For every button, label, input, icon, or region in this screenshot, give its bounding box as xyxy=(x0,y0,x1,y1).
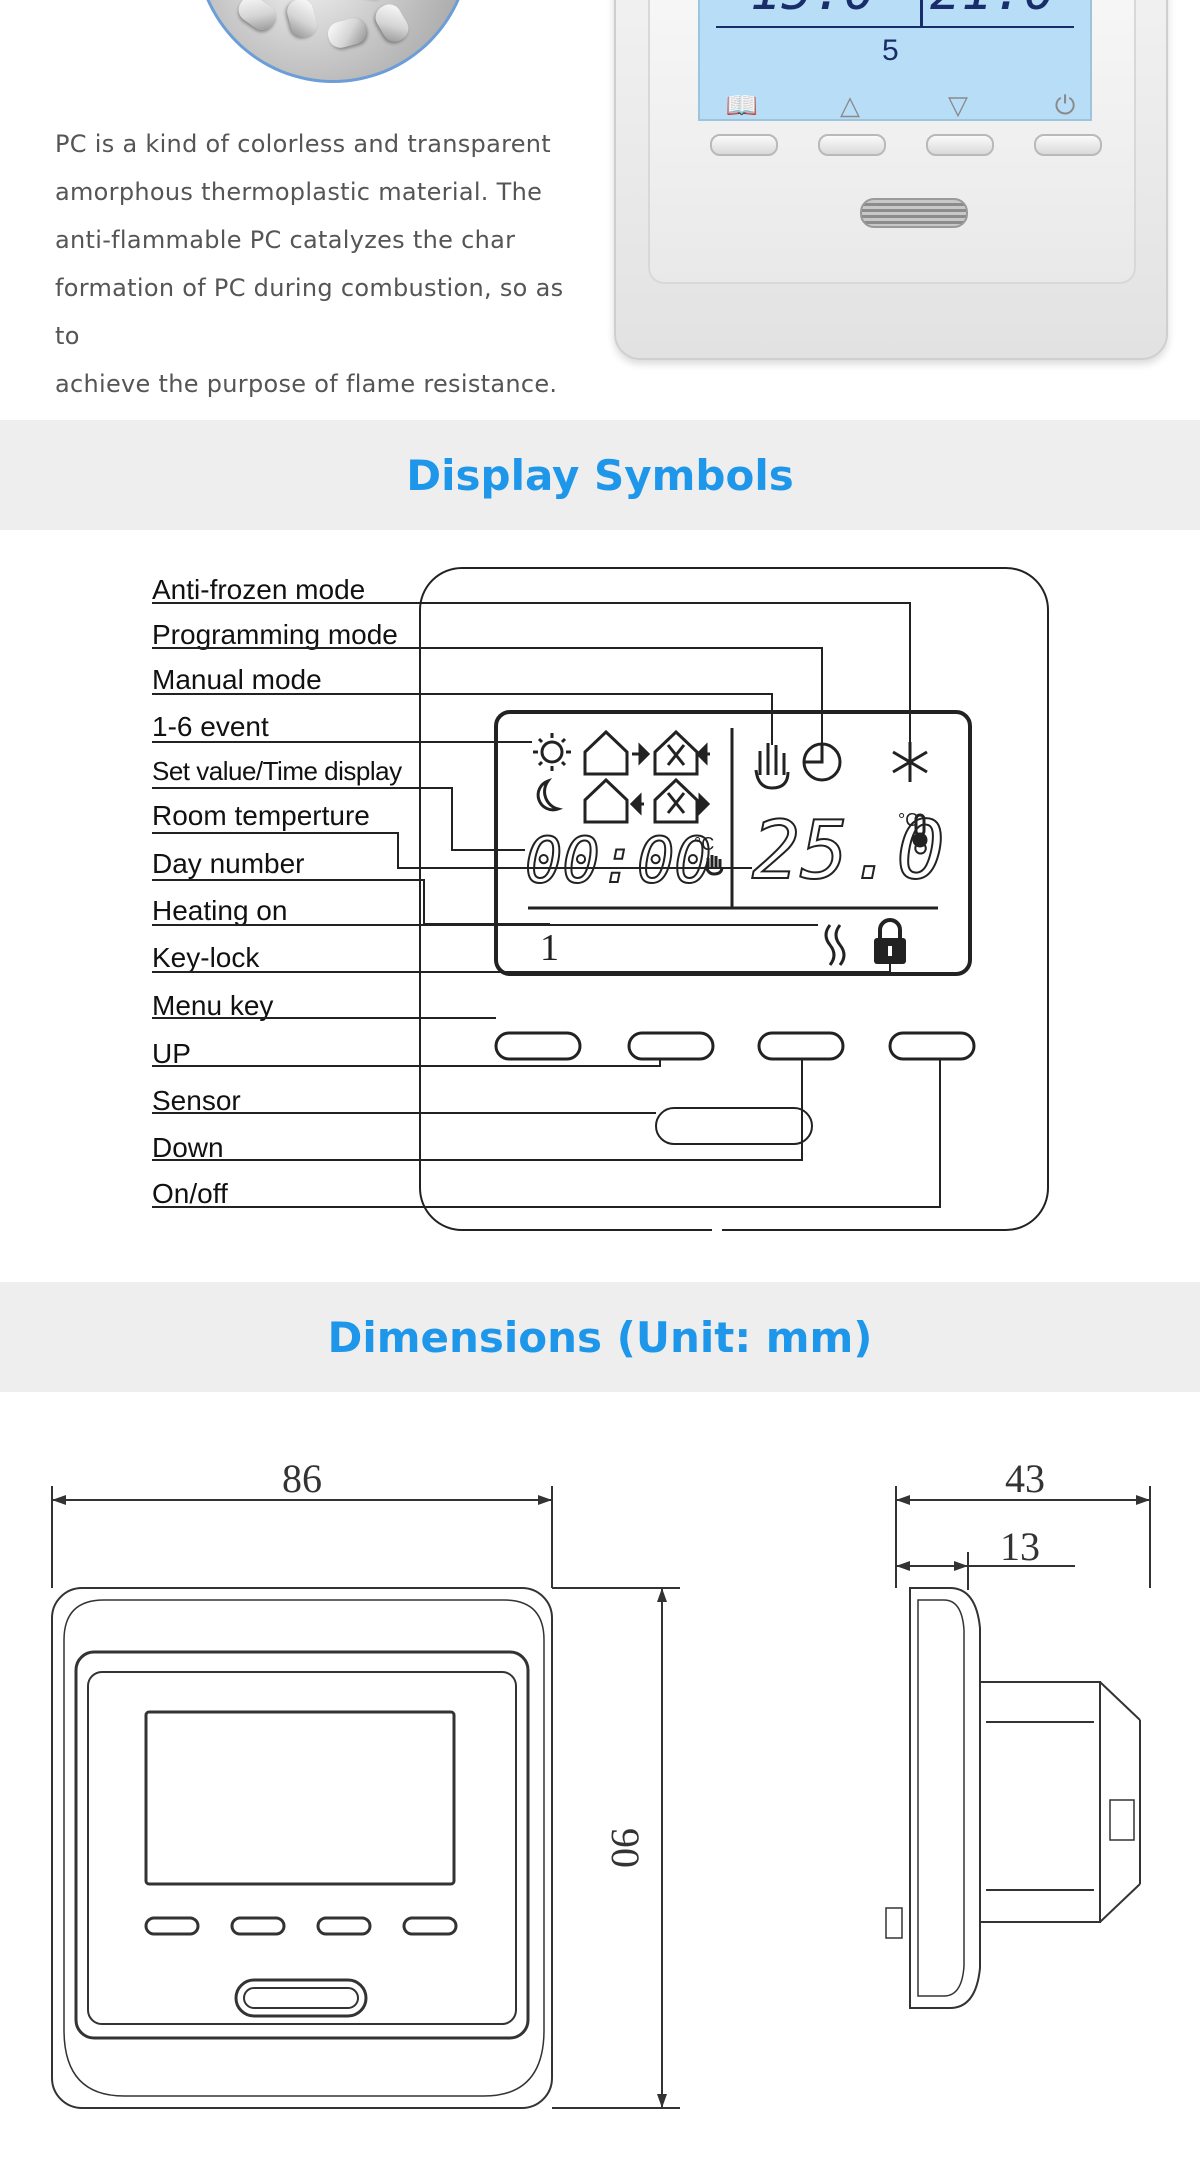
menu-key-button[interactable] xyxy=(710,134,778,156)
lcd-time-display: 00:00 xyxy=(525,824,712,897)
sensor-outline xyxy=(655,1107,813,1145)
description-line: formation of PC during combustion, so as… xyxy=(55,274,564,350)
label-on-off: On/off xyxy=(152,1178,228,1209)
label-room-temperature: Room temperture xyxy=(152,800,370,831)
thermostat-photo: 15.0 °C 21.0 °C 5 📖 △ ▽ ⏻ xyxy=(614,0,1168,360)
side-view-body xyxy=(979,1681,1101,1923)
front-view-sensor xyxy=(234,1978,368,2018)
thermostat-lcd: 15.0 °C 21.0 °C 5 xyxy=(698,0,1092,121)
label-anti-frozen-mode: Anti-frozen mode xyxy=(152,574,366,605)
sun-icon xyxy=(540,740,564,764)
section-title: Display Symbols xyxy=(406,450,794,500)
house-away-icon xyxy=(653,729,699,776)
dimensions-drawing: 86 90 43 13 xyxy=(51,1456,1151,2109)
lcd-room-temperature: 25.0 xyxy=(752,804,945,897)
label-up: UP xyxy=(152,1038,191,1069)
label-manual-mode: Manual mode xyxy=(152,664,322,695)
height-dimension: 90 xyxy=(603,1828,648,1868)
house-return-icon xyxy=(583,777,629,824)
book-icon: 📖 xyxy=(725,90,759,120)
lock-icon xyxy=(874,918,906,964)
label-heating-on: Heating on xyxy=(152,895,288,926)
house-icon xyxy=(583,729,629,776)
lcd-day-number: 1 xyxy=(540,927,559,969)
section-title: Dimensions (Unit: mm) xyxy=(327,1312,873,1362)
set-temperature: 15.0 xyxy=(750,0,875,22)
description-line: amorphous thermoplastic material. The xyxy=(55,178,543,206)
lcd-frame xyxy=(494,710,972,976)
lcd-time-unit: °C xyxy=(694,834,714,854)
heating-icon xyxy=(824,924,846,966)
dimensions-banner: Dimensions (Unit: mm) xyxy=(0,1282,1200,1392)
display-symbols-diagram: 00:00 °C 25.0 °C 1 xyxy=(152,567,1049,1232)
up-key-button[interactable] xyxy=(818,134,886,156)
sensor-grille xyxy=(860,198,968,228)
dimension-arrows xyxy=(52,1495,1150,2108)
down-key-button[interactable] xyxy=(926,134,994,156)
description-line: PC is a kind of colorless and transparen… xyxy=(55,130,552,158)
hand-icon xyxy=(754,743,790,790)
moon-icon xyxy=(536,777,564,812)
power-icon: ⏻ xyxy=(1054,90,1076,120)
depth-dimension: 43 xyxy=(1005,1456,1045,1501)
lcd-icons xyxy=(533,729,928,966)
down-triangle-icon: ▽ xyxy=(948,90,968,120)
label-day-number: Day number xyxy=(152,848,305,879)
day-number: 5 xyxy=(882,34,899,67)
description-line: anti-flammable PC catalyzes the char xyxy=(55,226,516,254)
snowflake-icon xyxy=(892,742,928,782)
thermostat-front-panel: 15.0 °C 21.0 °C 5 📖 △ ▽ ⏻ xyxy=(648,0,1136,284)
label-programming-mode: Programming mode xyxy=(152,619,398,650)
description-line: achieve the purpose of flame resistance. xyxy=(55,370,558,398)
onoff-button-outline xyxy=(888,1031,976,1061)
pc-pellets-image xyxy=(195,0,471,83)
leader-lines xyxy=(152,602,941,1208)
front-view-lcd xyxy=(144,1710,456,1886)
label-set-value-time: Set value/Time display xyxy=(152,756,402,786)
front-depth-dimension: 13 xyxy=(1000,1524,1040,1569)
pc-material-description: PC is a kind of colorless and transparen… xyxy=(55,120,595,408)
label-key-lock: Key-lock xyxy=(152,942,260,973)
power-key-button[interactable] xyxy=(1034,134,1102,156)
side-view-plate xyxy=(909,1587,981,2009)
lcd-room-unit: °C xyxy=(898,810,918,830)
label-menu-key: Menu key xyxy=(152,990,274,1021)
lcd-divider xyxy=(920,0,923,26)
sun-rays-icon xyxy=(533,733,571,771)
front-view-outer xyxy=(51,1587,553,2109)
up-triangle-icon: △ xyxy=(840,90,860,120)
thermostat-outline xyxy=(419,567,1049,1231)
label-sensor: Sensor xyxy=(152,1085,241,1116)
menu-button-outline xyxy=(494,1031,582,1061)
label-down: Down xyxy=(152,1132,224,1163)
room-temperature: 21.0 xyxy=(930,0,1055,22)
width-dimension: 86 xyxy=(282,1456,322,1501)
label-event: 1-6 event xyxy=(152,711,269,742)
lcd-rule xyxy=(716,26,1074,28)
down-button-outline xyxy=(757,1031,845,1061)
display-symbols-banner: Display Symbols xyxy=(0,420,1200,530)
up-button-outline xyxy=(627,1031,715,1061)
house-sleep-icon xyxy=(653,777,699,824)
